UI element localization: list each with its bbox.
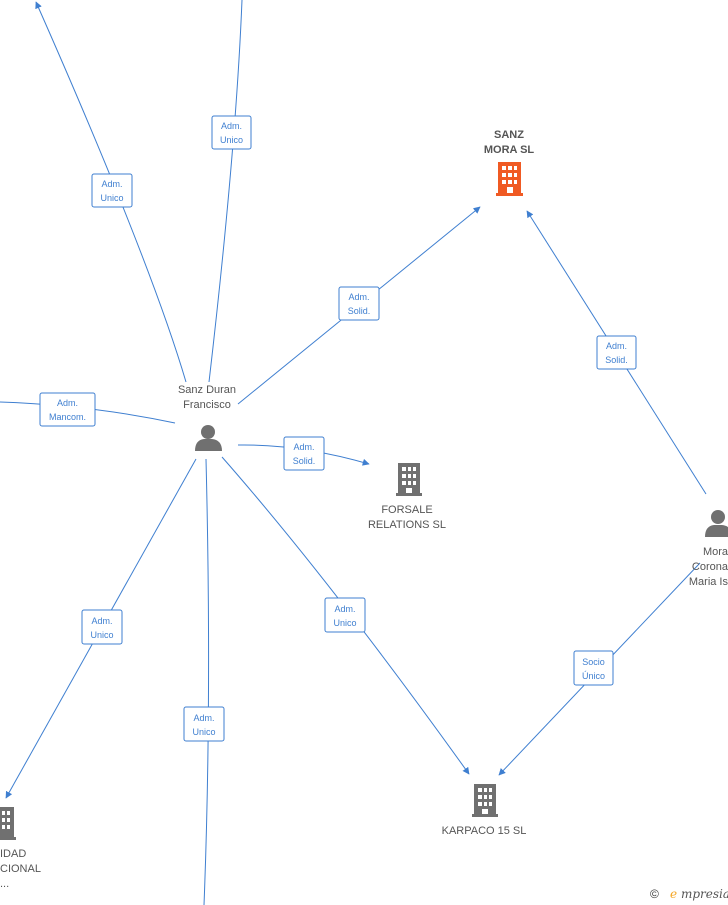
- edge-label-line2: Solid.: [605, 355, 628, 365]
- node-label-line3: ...: [0, 878, 9, 890]
- edge-label-line1: Adm.: [334, 604, 355, 614]
- edge-label-line2: Unico: [100, 193, 123, 203]
- edge-top-center[interactable]: [208, 0, 243, 383]
- edge-label-line1: Adm.: [91, 616, 112, 626]
- edge-label-line1: Adm.: [348, 292, 369, 302]
- person-icon: [705, 510, 728, 537]
- building-icon: [0, 807, 16, 840]
- edge-label-line2: Unico: [220, 135, 243, 145]
- node-label: Sanz Duran Francisco: [178, 384, 236, 411]
- node-sanz-duran[interactable]: Sanz Duran Francisco: [178, 384, 236, 451]
- node-label-line1: Mora: [703, 546, 728, 558]
- edge-label-bottom[interactable]: Adm. Unico: [183, 706, 225, 742]
- node-label-line2: RELATIONS SL: [368, 519, 446, 531]
- edge-label-line2: Solid.: [348, 306, 371, 316]
- edge-label-line2: Solid.: [293, 456, 316, 466]
- edge-label-line2: Único: [582, 671, 605, 681]
- edge-label-line2: Mancom.: [49, 412, 86, 422]
- edge-top-left[interactable]: [35, 1, 187, 383]
- watermark-brand-e: e: [670, 887, 677, 901]
- edge-label-top-center[interactable]: Adm. Unico: [211, 115, 252, 150]
- edge-label-top-left[interactable]: Adm. Unico: [91, 173, 133, 208]
- node-label-line2: CIONAL: [0, 863, 41, 875]
- node-mora-coronado[interactable]: Mora Corona Maria Is: [689, 510, 728, 588]
- node-label-line2: Corona: [692, 561, 728, 573]
- node-sanz-mora[interactable]: SANZ MORA SL: [484, 129, 535, 196]
- edge-label-line1: Adm.: [101, 179, 122, 189]
- node-label: SANZ MORA SL: [484, 129, 535, 156]
- edges: [0, 0, 707, 905]
- node-label: FORSALE RELATIONS SL: [368, 504, 446, 531]
- building-icon-highlight: [496, 162, 523, 196]
- copyright-icon: ©: [650, 887, 659, 901]
- edge-label-line1: Adm.: [57, 398, 78, 408]
- node-label: Mora Corona Maria Is: [689, 546, 728, 588]
- node-label: IDAD CIONAL ...: [0, 848, 41, 890]
- edge-label-to-karpaco[interactable]: Adm. Unico: [324, 597, 366, 633]
- node-forsale[interactable]: FORSALE RELATIONS SL: [368, 463, 446, 531]
- edge-label-to-sociedad[interactable]: Adm. Unico: [81, 609, 123, 645]
- node-label-line2: Francisco: [183, 399, 231, 411]
- node-label-line1: Sanz Duran: [178, 384, 236, 396]
- edge-label-to-forsale[interactable]: Adm. Solid.: [283, 436, 325, 471]
- edge-bottom[interactable]: [203, 458, 210, 905]
- edge-label-to-sanz-mora[interactable]: Adm. Solid.: [338, 286, 380, 321]
- building-icon: [396, 463, 422, 496]
- edge-label-line2: Unico: [333, 618, 356, 628]
- person-icon: [195, 425, 222, 451]
- empresia-watermark: © e mpresia: [650, 887, 728, 901]
- watermark-brand-rest: mpresia: [681, 887, 728, 901]
- edge-label-line1: Adm.: [293, 442, 314, 452]
- node-label: KARPACO 15 SL: [442, 825, 527, 837]
- node-label-line1: IDAD: [0, 848, 26, 860]
- edge-label-left[interactable]: Adm. Mancom.: [39, 392, 96, 427]
- node-karpaco[interactable]: KARPACO 15 SL: [442, 784, 527, 837]
- node-label-line1: KARPACO 15 SL: [442, 825, 527, 837]
- edge-label-line2: Unico: [90, 630, 113, 640]
- edge-label-line2: Unico: [192, 727, 215, 737]
- edge-label-line1: Adm.: [221, 121, 242, 131]
- node-label-line2: MORA SL: [484, 144, 535, 156]
- node-label-line1: FORSALE: [381, 504, 432, 516]
- node-sociedad[interactable]: IDAD CIONAL ...: [0, 807, 41, 890]
- edge-mora-to-sanz-mora[interactable]: [526, 210, 707, 495]
- node-label-line1: SANZ: [494, 129, 524, 141]
- building-icon: [472, 784, 498, 817]
- edge-label-line1: Adm.: [606, 341, 627, 351]
- edge-label-mora-to-karpaco[interactable]: Socio Único: [573, 650, 614, 686]
- node-label-line3: Maria Is: [689, 576, 728, 588]
- edge-label-line1: Adm.: [193, 713, 214, 723]
- edge-label-line1: Socio: [582, 657, 605, 667]
- edge-label-mora-to-sanz-mora[interactable]: Adm. Solid.: [596, 335, 637, 370]
